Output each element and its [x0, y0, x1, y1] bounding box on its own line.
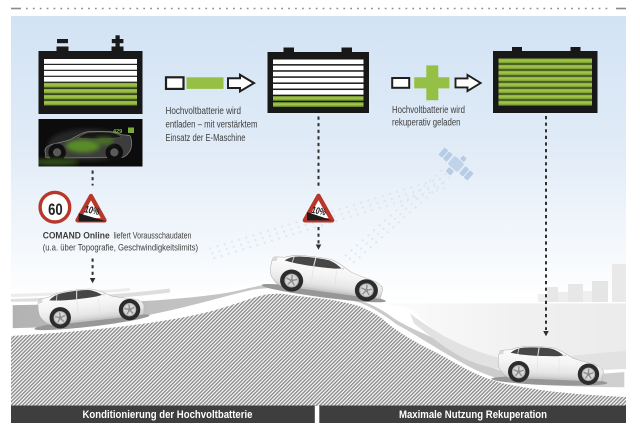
- svg-text:rekuperativ geladen: rekuperativ geladen: [392, 118, 461, 129]
- svg-text:(u.a. über Topografie, Geschwi: (u.a. über Topografie, Geschwindigkeitsl…: [43, 243, 198, 254]
- svg-text:429: 429: [113, 129, 122, 135]
- svg-text:Konditionierung der Hochvoltba: Konditionierung der Hochvoltbatterie: [83, 409, 253, 421]
- svg-text:Einsatz der E-Maschine: Einsatz der E-Maschine: [166, 133, 246, 144]
- svg-text:entladen – mit verstärktem: entladen – mit verstärktem: [166, 120, 258, 131]
- svg-text:Hochvoltbatterie wird: Hochvoltbatterie wird: [166, 106, 242, 117]
- svg-text:10%: 10%: [83, 204, 100, 218]
- svg-text:COMAND Online: COMAND Online: [43, 231, 110, 242]
- svg-text:liefert Vorausschaudaten: liefert Vorausschaudaten: [114, 231, 192, 242]
- svg-text:Maximale Nutzung Rekuperation: Maximale Nutzung Rekuperation: [399, 409, 547, 421]
- svg-text:60: 60: [48, 200, 63, 219]
- svg-text:10%: 10%: [311, 205, 327, 219]
- svg-text:Hochvoltbatterie wird: Hochvoltbatterie wird: [392, 105, 465, 116]
